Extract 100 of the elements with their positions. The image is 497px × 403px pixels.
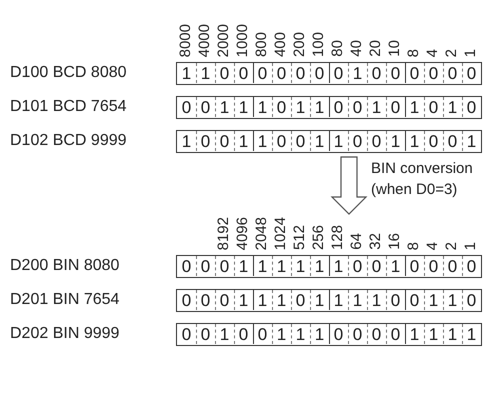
bit-value: 1: [218, 324, 230, 344]
register-label: D100 BCD 8080: [10, 64, 127, 82]
bit-value: 1: [256, 97, 268, 117]
bit-value: 0: [238, 63, 250, 83]
bit-value: 0: [256, 63, 268, 83]
bit-value: 1: [294, 97, 306, 117]
bit-value: 0: [466, 290, 478, 310]
bit-weight-label: 256: [309, 224, 328, 250]
bit-value: 0: [218, 256, 230, 276]
bit-value: 0: [200, 324, 212, 344]
bit-value: 0: [408, 290, 420, 310]
bit-value: 0: [294, 63, 306, 83]
bit-value: 1: [370, 97, 382, 117]
bit-value: 1: [446, 290, 458, 310]
bit-value: 0: [294, 131, 306, 151]
bit-weight-label: 8000: [176, 24, 195, 57]
bit-weight-label: 4000: [195, 24, 214, 57]
bit-value: 0: [200, 290, 212, 310]
bit-value: 1: [238, 256, 250, 276]
bit-value: 1: [180, 63, 192, 83]
bit-weight-label: 40: [347, 40, 366, 57]
bit-value: 0: [428, 97, 440, 117]
bit-weight-label: 200: [290, 32, 309, 57]
bit-weight-label: 80: [328, 40, 347, 57]
bit-value: 0: [370, 131, 382, 151]
bit-value: 0: [332, 63, 344, 83]
bit-value: 0: [466, 256, 478, 276]
bit-value: 1: [428, 324, 440, 344]
bit-value: 0: [276, 97, 288, 117]
bit-value: 1: [446, 97, 458, 117]
bit-value: 0: [390, 63, 402, 83]
bit-value: 0: [180, 290, 192, 310]
bit-value: 1: [408, 97, 420, 117]
register-label: D101 BCD 7654: [10, 98, 127, 116]
bit-weight-label: 32: [366, 233, 385, 250]
bit-weight-label: 2000: [214, 24, 233, 57]
bit-value: 1: [314, 256, 326, 276]
bit-weight-label: 400: [271, 32, 290, 57]
bit-value: 0: [276, 131, 288, 151]
bit-value: 0: [428, 256, 440, 276]
bit-value: 1: [218, 97, 230, 117]
bit-value: 1: [332, 256, 344, 276]
bit-value: 0: [370, 63, 382, 83]
bit-weight-label: 128: [328, 224, 347, 250]
bit-value: 0: [390, 97, 402, 117]
bit-value: 1: [446, 324, 458, 344]
bit-value: 0: [218, 131, 230, 151]
bit-value: 1: [180, 131, 192, 151]
bit-weight-label: 2048: [252, 216, 271, 250]
bit-value: 1: [238, 290, 250, 310]
bit-weight-label: 8: [404, 48, 423, 57]
bit-weight-label: 100: [309, 32, 328, 57]
bit-value: 1: [238, 97, 250, 117]
register-label: D200 BIN 8080: [10, 257, 120, 275]
bit-table: [8, 22, 482, 153]
bit-value: 0: [352, 97, 364, 117]
bit-value: 0: [200, 131, 212, 151]
bit-value: 1: [314, 131, 326, 151]
bit-value: 0: [408, 256, 420, 276]
bit-weight-label: 64: [347, 233, 366, 250]
bit-value: 1: [314, 324, 326, 344]
bit-value: 0: [276, 63, 288, 83]
bit-value: 0: [200, 256, 212, 276]
bit-value: 1: [256, 256, 268, 276]
bit-weight-label: 8192: [214, 216, 233, 250]
bit-value: 1: [352, 63, 364, 83]
bit-weight-label: 4: [423, 242, 442, 250]
bit-value: 1: [332, 290, 344, 310]
bit-value: 0: [352, 324, 364, 344]
bit-value: 1: [408, 131, 420, 151]
register-label: D201 BIN 7654: [10, 291, 120, 309]
bit-value: 0: [370, 324, 382, 344]
bit-value: 0: [238, 324, 250, 344]
bit-value: 0: [466, 63, 478, 83]
edge-label: BIN conversion (when D0=3): [371, 159, 474, 200]
bit-value: 0: [352, 131, 364, 151]
bit-weight-label: 1: [461, 242, 480, 250]
bit-value: 0: [294, 290, 306, 310]
bit-value: 1: [332, 131, 344, 151]
bit-value: 1: [256, 290, 268, 310]
bit-weight-label: 4096: [233, 216, 252, 250]
bit-value: 1: [390, 131, 402, 151]
bit-weight-label: 1: [461, 48, 480, 57]
bit-weight-label: 1024: [271, 216, 290, 250]
bit-weight-label: 4: [423, 48, 442, 57]
bit-value: 1: [408, 324, 420, 344]
bit-value: 1: [276, 290, 288, 310]
bit-value: 1: [200, 63, 212, 83]
bit-value: 1: [276, 324, 288, 344]
bit-value: 0: [446, 63, 458, 83]
bit-value: 0: [218, 63, 230, 83]
register-label: D202 BIN 9999: [10, 325, 120, 343]
bit-value: 0: [466, 97, 478, 117]
bit-weight-label: 800: [252, 32, 271, 57]
bit-table: [8, 215, 482, 346]
register-label: D102 BCD 9999: [10, 132, 127, 150]
bit-value: 0: [428, 63, 440, 83]
bit-value: 1: [352, 290, 364, 310]
bit-value: 0: [408, 63, 420, 83]
bit-value: 1: [256, 131, 268, 151]
